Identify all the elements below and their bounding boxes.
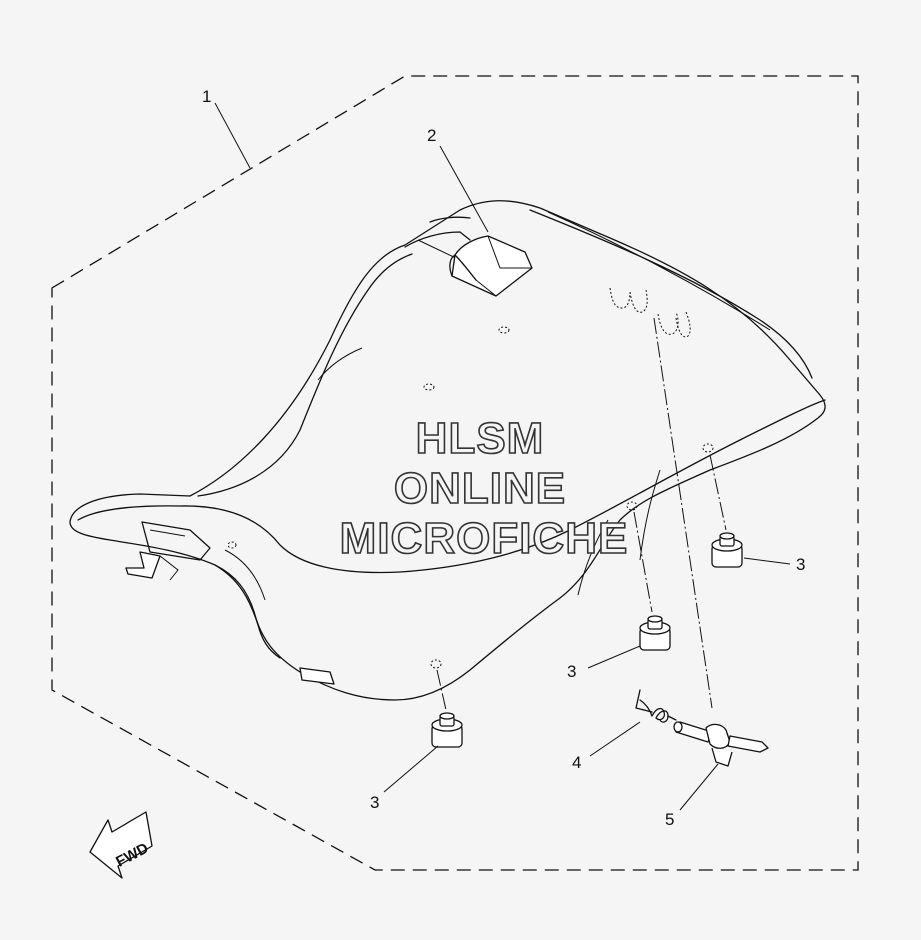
callout-3-middle: 3 [567,662,576,681]
lock-pin [673,721,769,767]
leader-lines [214,102,791,811]
watermark-line-3: MICROFICHE [340,514,629,563]
seat-damper-middle [639,615,671,651]
lock-spring [635,689,677,723]
seat-damper-right [711,532,743,568]
callout-1: 1 [202,87,211,106]
callout-3-right: 3 [796,555,805,574]
callout-5: 5 [665,810,674,829]
watermark: HLSM ONLINE MICROFICHE [339,413,629,564]
callout-4: 4 [572,753,581,772]
watermark-line-2: ONLINE [394,464,566,513]
fwd-arrow-icon: FWD [89,811,153,879]
callout-2: 2 [427,126,436,145]
seat-damper-front [431,712,463,748]
seat-body [69,200,826,701]
callout-3-front: 3 [370,793,379,812]
assembly-boundary [51,75,859,871]
watermark-line-1: HLSM [416,414,545,463]
seat-strap [449,235,533,297]
